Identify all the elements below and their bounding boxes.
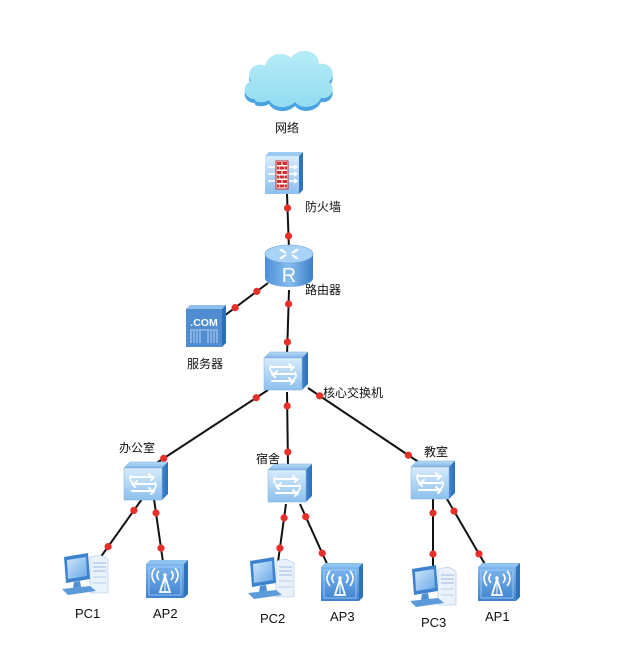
router-label: 路由器 (305, 283, 342, 297)
pc3-icon[interactable] (409, 564, 457, 608)
dorm-switch-icon[interactable] (267, 463, 313, 503)
server-label: 服务器 (187, 357, 224, 371)
firewall-label: 防火墙 (305, 200, 342, 214)
link-router-to-server (223, 282, 269, 317)
router-glyph: R (282, 265, 296, 287)
core-switch-label: 核心交换机 (323, 386, 384, 400)
port-dot-source[interactable] (152, 509, 160, 517)
ap3-label: AP3 (330, 609, 355, 624)
core-switch-icon[interactable] (263, 351, 309, 391)
port-dot-source[interactable] (283, 402, 291, 410)
router-icon[interactable]: R (264, 244, 314, 287)
ap2-label: AP2 (153, 606, 178, 621)
pc2-label: PC2 (260, 611, 286, 626)
link-office-switch-to-ap2 (153, 498, 164, 563)
links-layer (99, 193, 487, 568)
classroom-switch-label: 教室 (424, 445, 449, 459)
port-dot-source[interactable] (283, 204, 292, 212)
port-dot-target[interactable] (284, 448, 292, 456)
port-dot-source[interactable] (253, 287, 261, 295)
port-dot-target[interactable] (276, 544, 284, 552)
link-core-switch-to-classroom-switch (307, 387, 421, 464)
internet-label: 网络 (275, 121, 300, 135)
office-switch-icon[interactable] (123, 461, 169, 501)
server-icon[interactable]: .COM (186, 305, 226, 347)
link-dorm-switch-to-ap3 (299, 503, 329, 567)
pc3-label: PC3 (421, 615, 447, 630)
port-dot-target[interactable] (283, 338, 292, 346)
dorm-switch-label: 宿舍 (256, 452, 281, 466)
classroom-switch-icon[interactable] (410, 460, 456, 500)
port-dot-source[interactable] (130, 506, 138, 515)
server-glyph: .COM (190, 317, 218, 329)
port-dot-target[interactable] (104, 542, 112, 551)
link-dorm-switch-to-pc2 (277, 503, 287, 563)
port-dot-target[interactable] (284, 232, 293, 240)
ap3-icon[interactable] (320, 562, 364, 602)
ap1-label: AP1 (485, 609, 510, 624)
port-dot-source[interactable] (429, 509, 437, 517)
port-dot-target[interactable] (404, 451, 412, 459)
port-dot-target[interactable] (157, 544, 165, 552)
port-dot-target[interactable] (160, 454, 168, 462)
port-dot-target[interactable] (318, 549, 326, 557)
port-dot-target[interactable] (429, 550, 437, 558)
pc1-label: PC1 (75, 606, 101, 621)
link-core-switch-to-office-switch (151, 389, 269, 467)
link-router-to-core-switch (286, 289, 290, 357)
port-dot-source[interactable] (280, 514, 288, 522)
pc1-icon[interactable] (61, 552, 109, 596)
port-dot-target[interactable] (231, 304, 239, 312)
ap2-icon[interactable] (145, 559, 189, 599)
port-dot-source[interactable] (252, 394, 260, 402)
port-dot-source[interactable] (302, 513, 310, 521)
firewall-icon[interactable] (265, 152, 303, 194)
pc2-icon[interactable] (247, 556, 295, 600)
ap1-icon[interactable] (477, 562, 521, 602)
link-firewall-to-router (286, 193, 290, 251)
port-dot-source[interactable] (284, 300, 293, 308)
port-dot-source[interactable] (450, 507, 458, 515)
office-switch-label: 办公室 (119, 441, 156, 455)
port-dot-target[interactable] (475, 550, 483, 558)
cloud-icon[interactable] (244, 50, 333, 112)
port-dot-source[interactable] (316, 392, 324, 400)
